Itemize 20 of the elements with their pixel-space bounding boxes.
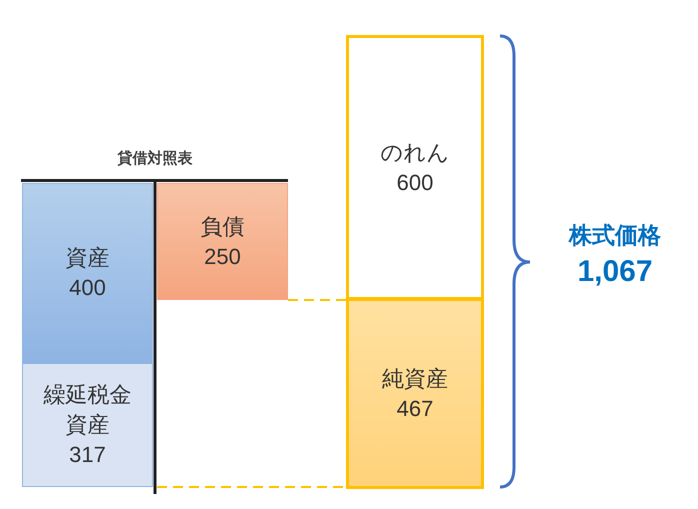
node-label: 467 bbox=[396, 394, 434, 422]
net-asset-box bbox=[346, 298, 484, 489]
node-label: 資産 bbox=[66, 244, 110, 272]
node-label: 負債 bbox=[200, 212, 244, 240]
node-label: 400 bbox=[69, 274, 106, 302]
node-label: 繰延税金資産 bbox=[42, 381, 132, 439]
heading: 貸借対照表 bbox=[116, 149, 194, 169]
goodwill-box bbox=[346, 35, 484, 300]
node-label: 317 bbox=[69, 441, 106, 469]
liability-box bbox=[157, 183, 288, 300]
price-label: 株式価格 bbox=[569, 221, 661, 250]
deferred-tax-asset-box bbox=[22, 363, 153, 487]
node-label: 250 bbox=[204, 242, 241, 270]
node-label: 600 bbox=[396, 168, 434, 196]
node-label: のれん bbox=[380, 138, 450, 166]
asset-box bbox=[22, 183, 153, 363]
price-label: 1,067 bbox=[577, 254, 653, 290]
dashed-line bbox=[157, 486, 346, 488]
node-label: 純資産 bbox=[382, 364, 448, 392]
dashed-line bbox=[288, 299, 346, 301]
